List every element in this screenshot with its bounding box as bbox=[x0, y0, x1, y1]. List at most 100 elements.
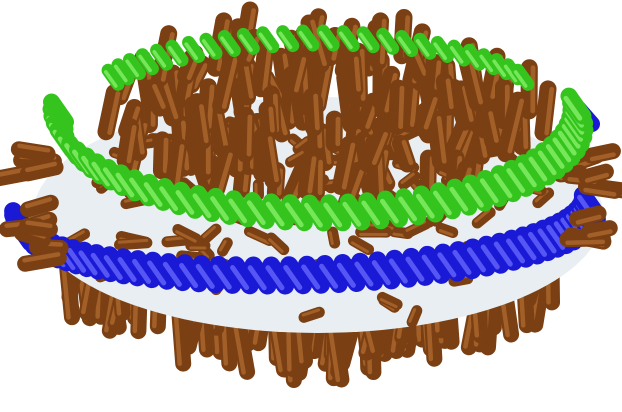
green-helix-segment bbox=[243, 192, 275, 230]
lipid-tail bbox=[580, 220, 618, 241]
green-helix-segment bbox=[514, 154, 546, 192]
green-helix-segment bbox=[413, 32, 437, 60]
lipid-tail bbox=[217, 237, 233, 257]
lipid-tail bbox=[200, 223, 222, 244]
lipid-tail bbox=[142, 79, 169, 117]
lipid-tail bbox=[569, 205, 607, 227]
lipid-tail bbox=[185, 239, 211, 252]
green-helix-segment bbox=[189, 185, 221, 223]
lipid-tail bbox=[391, 134, 416, 173]
green-helix-segment bbox=[356, 26, 380, 54]
lipid-tail bbox=[152, 72, 181, 127]
green-helix-segment bbox=[217, 30, 241, 58]
blue-helix-segment bbox=[244, 256, 277, 295]
lipid-tail bbox=[400, 80, 421, 133]
lipid-tail bbox=[284, 50, 309, 98]
blue-helix-segment bbox=[128, 250, 161, 289]
lipid-tail bbox=[231, 319, 256, 380]
green-helix-segment bbox=[281, 194, 313, 232]
green-helix-segment bbox=[126, 169, 158, 207]
blue-helix-segment bbox=[100, 246, 133, 285]
lipid-tail bbox=[578, 163, 614, 186]
lipid-tail bbox=[435, 222, 459, 238]
blue-helix-segment bbox=[226, 256, 259, 295]
green-helix-segment bbox=[101, 63, 125, 91]
green-helix-segment bbox=[207, 187, 239, 225]
lipid-tail bbox=[297, 149, 319, 200]
lipid-tail bbox=[20, 194, 59, 218]
green-helix-segment bbox=[446, 178, 478, 216]
green-helix-segment bbox=[262, 193, 294, 231]
lipid-tail bbox=[116, 118, 140, 169]
green-helix-segment bbox=[525, 148, 557, 186]
blue-helix-segment bbox=[114, 248, 147, 287]
lipid-tail bbox=[10, 141, 56, 162]
lipid-tail bbox=[534, 80, 557, 142]
lipid-tail bbox=[325, 110, 343, 153]
green-helix-segment bbox=[395, 30, 419, 58]
lipid-tail bbox=[327, 226, 341, 249]
green-helix-segment bbox=[336, 25, 360, 53]
blue-helix-segment bbox=[402, 247, 435, 286]
lipid-tail bbox=[325, 322, 350, 388]
lipid-tail bbox=[435, 72, 457, 116]
green-helix-segment bbox=[150, 43, 174, 71]
lipid-tail bbox=[398, 170, 421, 190]
lipid-tail bbox=[332, 135, 358, 195]
lipid-tail bbox=[257, 130, 282, 189]
green-helix-segment bbox=[395, 188, 427, 226]
lipid-tail bbox=[171, 305, 192, 372]
green-helix-segment bbox=[256, 26, 280, 54]
green-helix-segment bbox=[236, 27, 260, 55]
blue-helix-segment bbox=[502, 229, 535, 268]
green-helix-segment bbox=[199, 32, 223, 60]
green-helix-segment bbox=[135, 48, 159, 76]
green-helix-segment bbox=[172, 181, 204, 219]
lipid-tail bbox=[426, 110, 450, 171]
blue-helix-segment bbox=[477, 235, 510, 274]
green-helix-segment bbox=[534, 142, 566, 180]
green-helix-segment bbox=[412, 185, 444, 223]
lipid-tail bbox=[208, 145, 236, 197]
blue-helix-segment bbox=[534, 219, 567, 258]
lipid-tail bbox=[471, 206, 496, 229]
lipid-tail bbox=[97, 84, 123, 141]
lipid-tail bbox=[583, 143, 621, 164]
lipid-tail bbox=[303, 87, 323, 137]
blue-helix-segment bbox=[280, 256, 313, 295]
lipid-tail bbox=[347, 235, 375, 255]
lipid-tail bbox=[452, 80, 477, 129]
blue-helix-segment bbox=[368, 251, 401, 290]
blue-helix-segment bbox=[175, 254, 208, 293]
lipid-tail bbox=[20, 159, 64, 182]
blue-helix-segment bbox=[434, 243, 467, 282]
lipid-tail bbox=[17, 249, 67, 272]
lipid-tail bbox=[19, 218, 58, 238]
lipid-tail bbox=[258, 100, 278, 140]
green-helix-segment bbox=[447, 39, 471, 67]
green-protein-belt bbox=[42, 24, 594, 232]
blue-helix-segment bbox=[262, 256, 295, 295]
green-helix-segment bbox=[461, 174, 493, 212]
lipid-tail bbox=[285, 148, 309, 168]
blue-helix-segment bbox=[333, 254, 366, 293]
green-helix-segment bbox=[376, 190, 408, 228]
lipid-tail bbox=[292, 136, 314, 155]
green-helix-segment bbox=[429, 182, 461, 220]
green-helix-segment bbox=[511, 63, 535, 91]
lipid-tail bbox=[376, 291, 403, 310]
lipid-tail bbox=[424, 311, 443, 367]
lipid-tail bbox=[414, 89, 441, 135]
green-helix-segment bbox=[477, 48, 501, 76]
lipid-tail bbox=[419, 149, 437, 197]
blue-helix-segment bbox=[463, 238, 496, 277]
blue-helix-segment bbox=[524, 223, 557, 262]
blue-helix-segment bbox=[159, 253, 192, 292]
green-helix-segment bbox=[182, 35, 206, 63]
green-helix-segment bbox=[476, 170, 508, 208]
green-helix-segment bbox=[225, 190, 257, 228]
lipid-tail bbox=[578, 178, 622, 199]
green-helix-segment bbox=[123, 53, 147, 81]
green-helix-segment bbox=[165, 39, 189, 67]
lipid-tail bbox=[478, 105, 502, 150]
